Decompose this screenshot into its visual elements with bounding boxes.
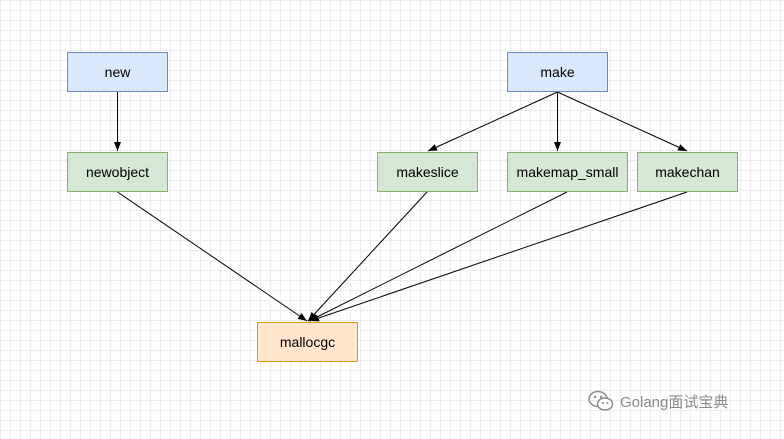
edge-make-makeslice (427, 91, 558, 152)
edge-makemap-small-mallocgc (308, 191, 568, 322)
node-new: new (67, 52, 168, 92)
edge-make-makechan (557, 91, 688, 152)
edge-makeslice-mallocgc (307, 191, 428, 322)
node-makemap-small: makemap_small (507, 152, 628, 192)
node-makeslice: makeslice (377, 152, 478, 192)
node-make: make (507, 52, 608, 92)
wechat-icon (588, 390, 614, 411)
watermark-text: Golang面试宝典 (620, 393, 729, 411)
edge-newobject-mallocgc (117, 191, 308, 322)
edge-makechan-mallocgc (309, 191, 688, 322)
node-mallocgc: mallocgc (257, 322, 358, 362)
node-makechan: makechan (637, 152, 738, 192)
watermark: Golang面试宝典 (588, 390, 728, 412)
node-newobject: newobject (67, 152, 168, 192)
